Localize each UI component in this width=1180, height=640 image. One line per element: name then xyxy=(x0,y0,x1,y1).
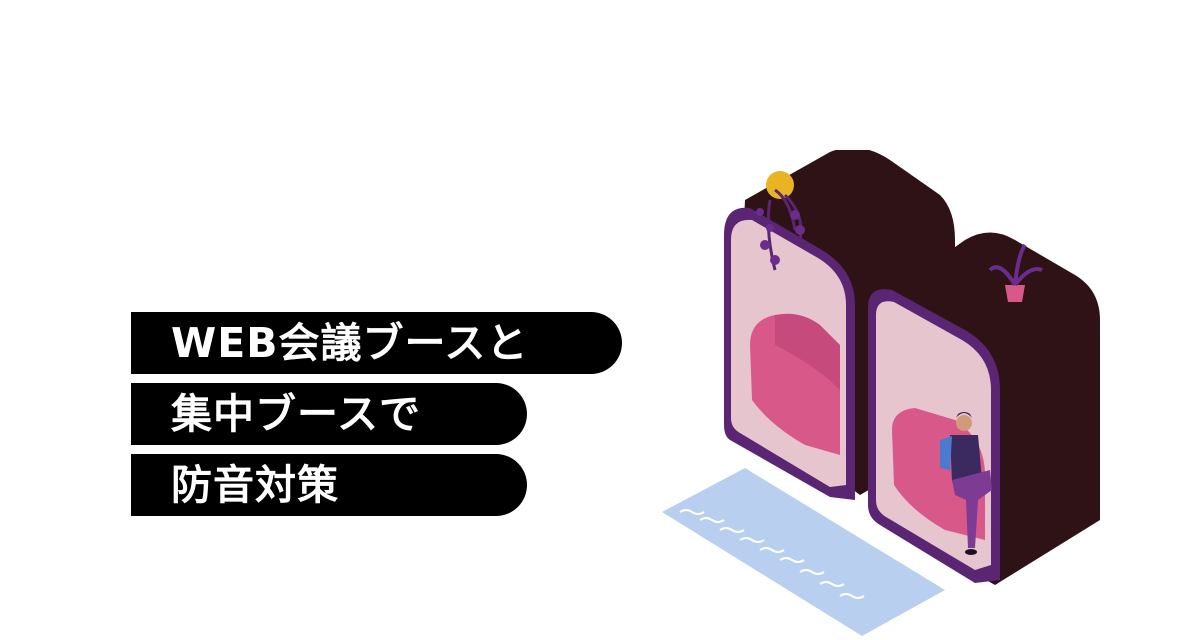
phone-booth-icon xyxy=(724,207,855,500)
phone-booth-illustration xyxy=(662,150,1100,636)
phone-booth-icon-2 xyxy=(868,289,1000,583)
headline-line-1: WEB会議ブースと xyxy=(131,312,622,374)
plant-icon xyxy=(756,171,805,271)
person-icon xyxy=(940,412,992,555)
rug-icon xyxy=(662,468,945,636)
headline-line-2: 集中ブースで xyxy=(131,383,527,445)
headline-line-3: 防音対策 xyxy=(131,454,527,516)
potted-plant-icon xyxy=(988,243,1043,302)
